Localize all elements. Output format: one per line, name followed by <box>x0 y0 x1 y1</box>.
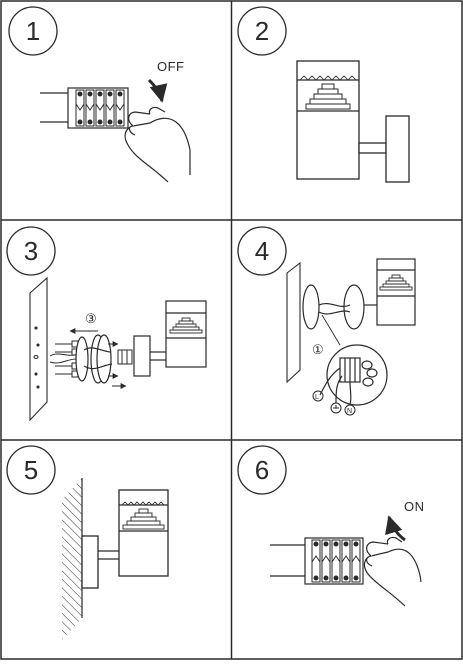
step-1-badge: 1 <box>8 6 58 56</box>
wall-lamp-icon <box>133 300 207 377</box>
wall-plate-icon <box>302 258 416 330</box>
step-2-number: 2 <box>255 16 269 46</box>
wall-lamp-icon <box>81 489 169 589</box>
wire-connector-icon <box>108 341 133 389</box>
terminal-l-label: L <box>315 394 319 401</box>
wall-surface <box>286 261 301 384</box>
step-4-sub-label: ① <box>312 342 324 357</box>
terminal-n-label: N <box>347 408 352 415</box>
wire-connector-icon <box>319 344 388 406</box>
step-6-on-label: ON <box>404 499 425 514</box>
hatched-wall <box>62 478 83 640</box>
hand-icon <box>124 106 191 183</box>
breaker-switch-icon <box>270 537 364 585</box>
step-4-number: 4 <box>255 236 269 266</box>
wall-plate-icon <box>75 334 113 384</box>
step-1-panel: 1 <box>8 6 191 183</box>
step-5-badge: 5 <box>6 445 56 495</box>
step-3-badge: 3 <box>6 226 56 276</box>
step-2-panel: 2 <box>237 6 410 183</box>
step-6-panel: 6 ON <box>237 445 425 607</box>
wall-surface <box>29 276 48 422</box>
wall-lamp-icon <box>296 60 410 183</box>
step-3-panel: 3 ③ <box>6 226 207 422</box>
step-4-badge: 4 <box>237 226 287 276</box>
step-2-badge: 2 <box>237 6 287 56</box>
step-1-number: 1 <box>26 16 40 46</box>
step-6-number: 6 <box>255 455 269 485</box>
arrow-icon <box>147 78 168 103</box>
step-5-number: 5 <box>24 455 38 485</box>
step-5-panel: 5 <box>6 445 169 640</box>
breaker-switch-icon <box>40 87 129 129</box>
step-6-badge: 6 <box>237 445 287 495</box>
earth-ground-icon <box>312 390 356 416</box>
hand-icon <box>363 536 422 607</box>
step-3-number: 3 <box>24 236 38 266</box>
step-1-off-label: OFF <box>157 59 185 74</box>
arrow-icon <box>385 515 406 542</box>
step-3-sub-label: ③ <box>85 311 97 326</box>
step-4-panel: 4 ① <box>237 226 416 416</box>
